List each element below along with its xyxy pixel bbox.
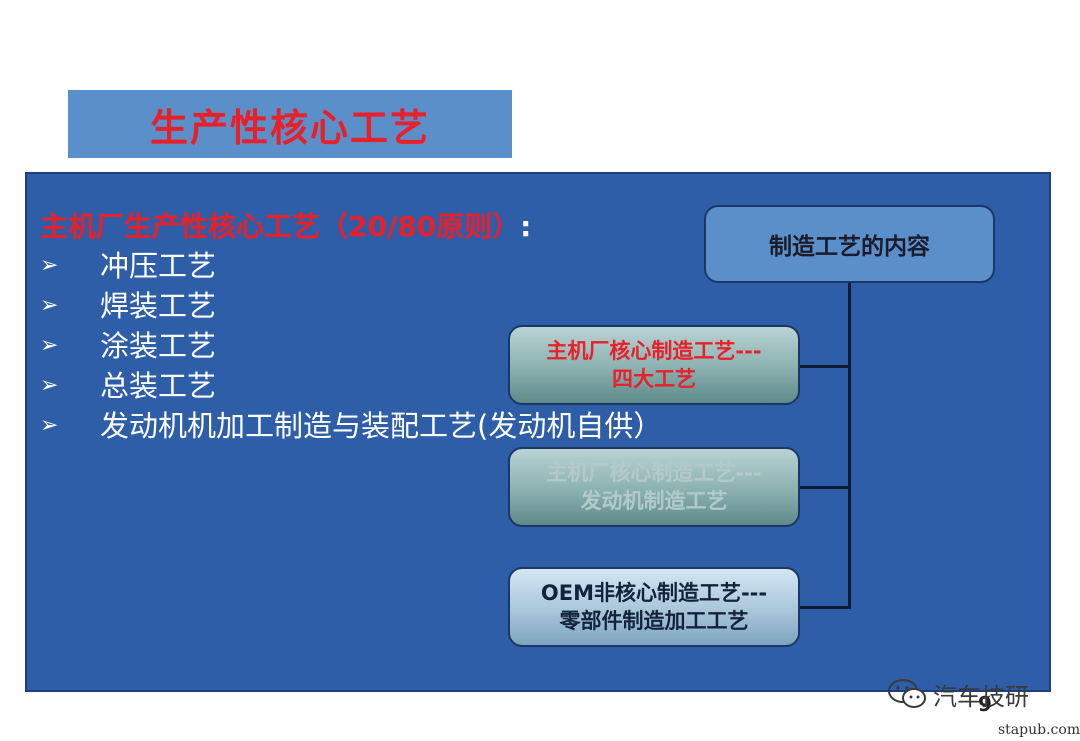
diagram-child-node: 主机厂核心制造工艺--- 发动机制造工艺	[508, 447, 800, 527]
list-item-text: 发动机机加工制造与装配工艺(发动机自供）	[100, 409, 663, 443]
tree-trunk-line	[848, 283, 851, 609]
node-label-line: 主机厂核心制造工艺---	[546, 461, 762, 485]
tree-branch-line	[800, 606, 850, 609]
title-banner: 生产性核心工艺	[68, 90, 512, 158]
watermark-text: 汽车技研	[933, 682, 1029, 711]
list-item-text: 涂装工艺	[100, 329, 217, 363]
process-list: ➢ 冲压工艺 ➢ 焊装工艺 ➢ 涂装工艺 ➢ 总装工艺 ➢ 发动机机加工制造与装…	[40, 246, 663, 446]
node-label-line: 主机厂核心制造工艺---	[546, 339, 762, 363]
list-item: ➢ 总装工艺	[40, 366, 650, 406]
root-node-label: 制造工艺的内容	[769, 234, 930, 260]
tree-branch-line	[800, 365, 850, 368]
watermark: 汽车技研	[887, 676, 1029, 712]
heading-colon: :	[520, 210, 532, 243]
section-heading: 主机厂生产性核心工艺（20/80原则）:	[40, 205, 531, 245]
list-item: ➢ 冲压工艺	[40, 246, 650, 286]
arrow-bullet-icon: ➢	[40, 293, 59, 318]
arrow-bullet-icon: ➢	[40, 373, 59, 398]
page-number: 9	[978, 692, 992, 716]
list-item-text: 总装工艺	[100, 369, 217, 403]
arrow-bullet-icon: ➢	[40, 333, 59, 358]
node-label-line: OEM非核心制造工艺---	[540, 581, 768, 605]
list-item-text: 焊装工艺	[100, 289, 217, 323]
arrow-bullet-icon: ➢	[40, 253, 59, 278]
node-label-line: 零部件制造加工工艺	[559, 609, 749, 633]
list-item: ➢ 涂装工艺	[40, 326, 650, 366]
list-item: ➢ 焊装工艺	[40, 286, 650, 326]
section-heading-text: 主机厂生产性核心工艺（20/80原则）	[40, 210, 521, 243]
node-label-line: 发动机制造工艺	[580, 489, 728, 513]
tree-branch-line	[800, 486, 850, 489]
diagram-child-node: 主机厂核心制造工艺--- 四大工艺	[508, 325, 800, 405]
list-item-text: 冲压工艺	[100, 249, 217, 283]
diagram-root-node: 制造工艺的内容	[704, 205, 995, 283]
node-label-line: 四大工艺	[612, 367, 696, 391]
arrow-bullet-icon: ➢	[40, 413, 59, 438]
list-item: ➢ 发动机机加工制造与装配工艺(发动机自供）	[40, 406, 663, 446]
diagram-child-node: OEM非核心制造工艺--- 零部件制造加工工艺	[508, 567, 800, 647]
wechat-icon	[888, 679, 926, 708]
slide-title: 生产性核心工艺	[149, 104, 430, 150]
site-watermark: stapub.com	[998, 722, 1080, 738]
